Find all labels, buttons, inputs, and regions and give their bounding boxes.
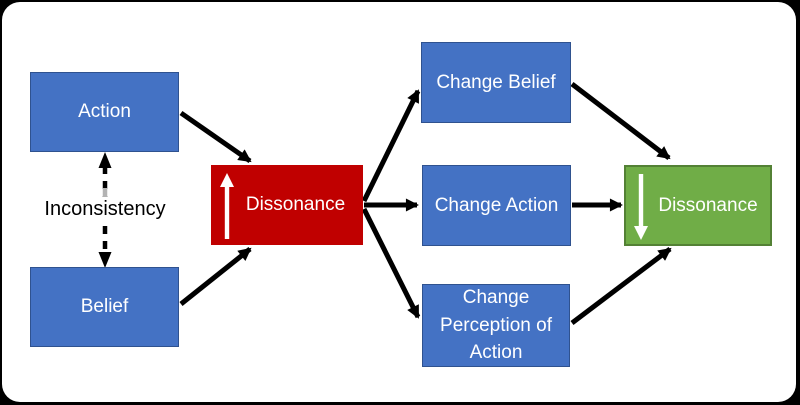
connector-change-belief-to-dissonance xyxy=(570,82,671,160)
node-action-label: Action xyxy=(78,101,131,123)
arrow-down-icon xyxy=(634,174,648,240)
node-change-belief-label: Change Belief xyxy=(436,71,556,93)
connector-dissonance-to-change-belief xyxy=(361,89,421,203)
inconsistency-arrowhead-top xyxy=(98,152,112,168)
node-belief-label: Belief xyxy=(80,296,129,318)
node-change-action-label: Change Action xyxy=(434,194,559,216)
node-change-perception: Change Perception of Action xyxy=(422,284,570,367)
inconsistency-label: Inconsistency xyxy=(40,197,170,222)
node-dissonance-increase-label: Dissonance xyxy=(245,194,346,216)
inconsistency-arrowhead-bottom xyxy=(98,252,112,268)
connector-change-perception-to-dissonance xyxy=(570,247,672,325)
node-change-perception-label: Change Perception of Action xyxy=(440,287,552,364)
node-dissonance-decrease-label: Dissonance xyxy=(658,194,758,216)
arrow-up-icon xyxy=(220,173,234,239)
node-change-action: Change Action xyxy=(422,165,571,246)
node-dissonance-increase: Dissonance xyxy=(211,165,363,245)
node-change-belief: Change Belief xyxy=(421,42,571,123)
connector-dissonance-to-change-perception xyxy=(361,207,421,319)
node-action: Action xyxy=(30,72,179,152)
node-belief: Belief xyxy=(30,267,179,347)
node-dissonance-decrease: Dissonance xyxy=(624,165,772,246)
connector-belief-to-dissonance xyxy=(179,247,252,306)
connector-action-to-dissonance xyxy=(179,110,252,164)
